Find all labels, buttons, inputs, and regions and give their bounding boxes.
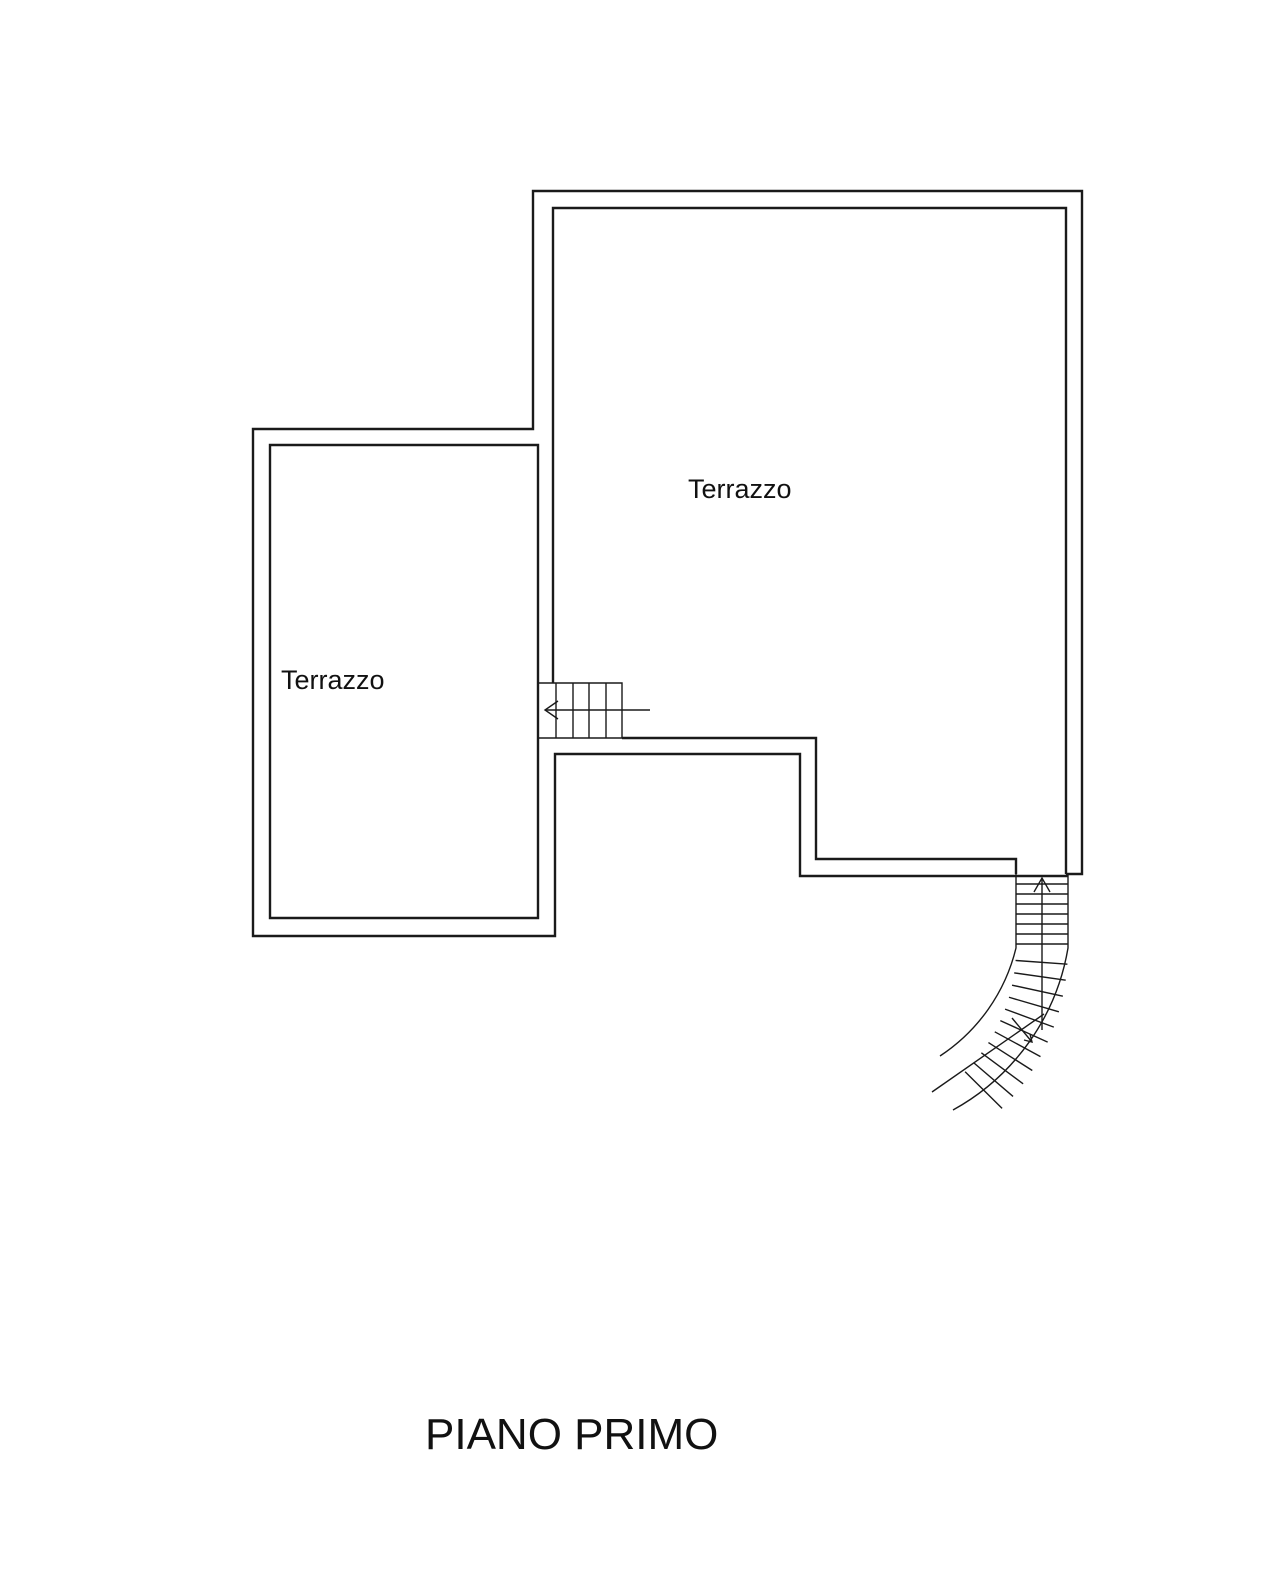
inner-wall-left-terrace xyxy=(268,443,540,920)
curved-stair-tread xyxy=(973,1062,1014,1097)
plan-title: PIANO PRIMO xyxy=(425,1410,718,1459)
inner-wall-main-terrace-lower xyxy=(622,736,1018,874)
stair-arrowhead xyxy=(543,700,559,720)
curved-stair-arrowhead xyxy=(1033,876,1051,893)
curved-stair-tread xyxy=(1011,984,1064,997)
curved-stair-tread xyxy=(1008,996,1060,1013)
curved-stair-tread xyxy=(980,1052,1024,1085)
curved-stair-direction-mark xyxy=(1011,1017,1033,1043)
curved-stair xyxy=(931,874,1069,1111)
curved-stair-inner-edge xyxy=(939,874,1017,1057)
inner-wall-main-terrace xyxy=(551,206,1068,874)
straight-stair xyxy=(538,682,650,739)
room-label-main-terrace: Terrazzo xyxy=(688,474,792,504)
outer-wall-outline xyxy=(251,189,1084,938)
curved-stair-tread xyxy=(1004,1008,1055,1028)
curved-stair-arrowhead xyxy=(1023,1033,1033,1043)
curved-stair-tread xyxy=(1014,972,1066,981)
curved-stair-direction-line xyxy=(931,1013,1045,1093)
curved-stair-tread xyxy=(994,1031,1041,1058)
room-label-left-terrace: Terrazzo xyxy=(281,665,385,695)
curved-stair-tread xyxy=(964,1071,1003,1109)
